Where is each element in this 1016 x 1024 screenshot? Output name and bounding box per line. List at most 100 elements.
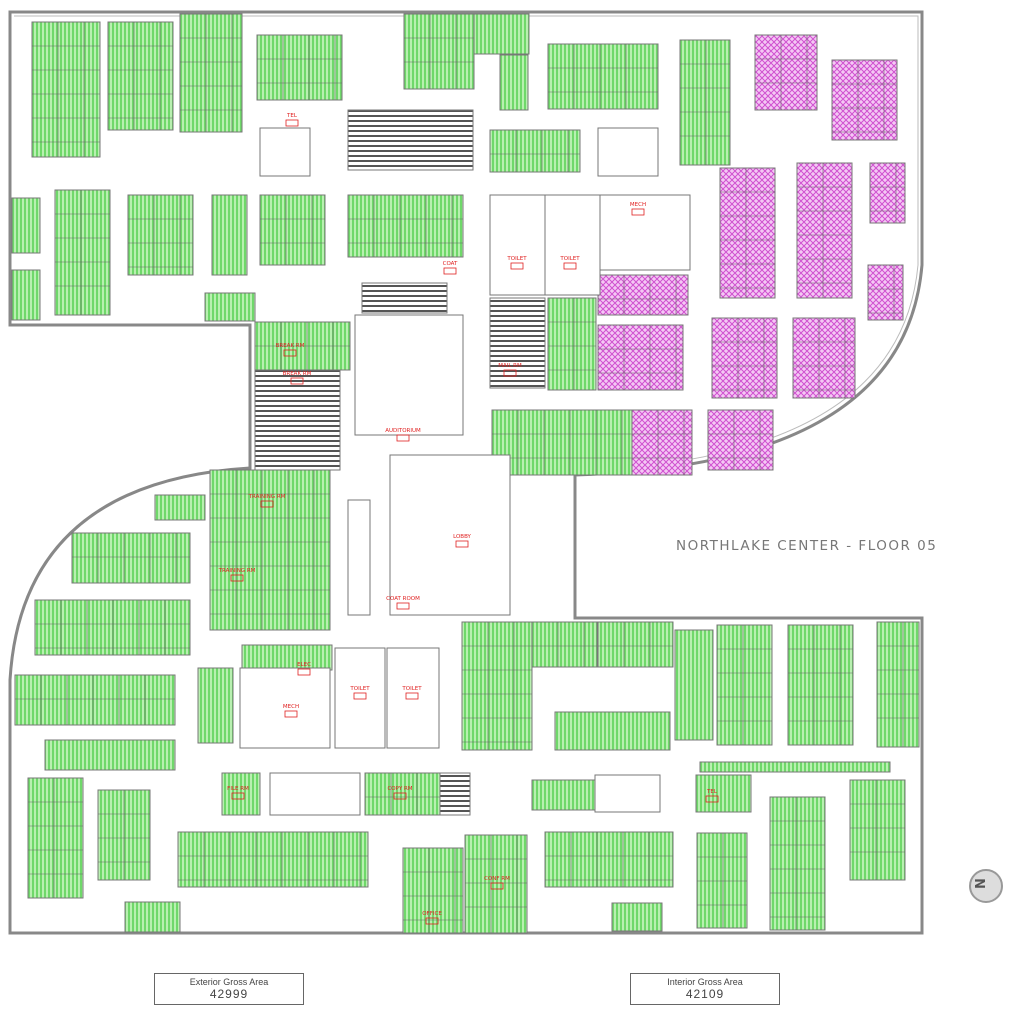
workspace-green <box>209 469 331 631</box>
workspace-magenta <box>631 409 693 476</box>
room-number-tag <box>396 602 410 610</box>
room-outline <box>334 647 386 749</box>
room-outline <box>269 772 361 816</box>
workspace-green <box>124 901 181 933</box>
workspace-green <box>699 761 891 773</box>
workspace-magenta <box>719 167 776 299</box>
room-outline <box>599 194 691 271</box>
exterior-gross-area-label: Exterior Gross Area <box>189 977 269 987</box>
room-label-toilet-n1: TOILET <box>506 256 527 262</box>
room-number-tag <box>297 668 311 676</box>
room-label-coat-room: COAT ROOM <box>386 596 420 602</box>
stairwell <box>254 369 341 471</box>
room-outline <box>354 314 464 436</box>
workspace-green <box>197 667 234 744</box>
room-number-tag <box>284 710 298 718</box>
room-outline <box>259 127 311 177</box>
room-label-office: OFFICE <box>422 911 442 917</box>
stairwell <box>489 297 546 389</box>
workspace-magenta <box>792 317 856 399</box>
room-label-tel-s: TEL <box>706 789 718 795</box>
workspace-green <box>259 194 326 266</box>
workspace-green <box>849 779 906 881</box>
room-label-training-1: TRAINING RM <box>248 494 286 500</box>
workspace-green <box>221 772 261 816</box>
room-outline <box>386 647 440 749</box>
workspace-magenta <box>597 274 689 316</box>
workspace-green <box>544 831 674 888</box>
room-label-break-2: BREAK RM <box>283 371 312 377</box>
stairwell <box>361 282 448 314</box>
workspace-green <box>347 194 464 258</box>
workspace-magenta <box>831 59 898 141</box>
room-label-training-2: TRAINING RM <box>218 568 256 574</box>
workspace-green <box>403 13 475 90</box>
room-label-toilet-s2: TOILET <box>401 686 422 692</box>
workspace-green <box>787 624 854 746</box>
room-number-tag <box>425 917 439 925</box>
workspace-green <box>256 34 343 101</box>
room-number-tag <box>231 792 245 800</box>
workspace-green <box>54 189 111 316</box>
workspace-green <box>554 711 671 751</box>
interior-gross-area-label: Interior Gross Area <box>667 977 743 987</box>
workspace-green <box>674 629 714 741</box>
workspace-magenta <box>597 324 684 391</box>
workspace-green <box>547 297 597 391</box>
room-label-copy-rm: COPY RM <box>387 786 412 792</box>
workspace-green <box>241 644 333 671</box>
room-label-tel-n: TEL <box>286 113 298 119</box>
workspace-green <box>696 832 748 929</box>
workspace-green <box>473 13 530 55</box>
north-arrow-icon: N <box>969 869 1003 903</box>
room-number-tag <box>490 882 504 890</box>
room-number-tag <box>230 574 244 582</box>
workspace-green <box>179 13 243 133</box>
room-outline <box>597 127 659 177</box>
room-label-mail-rm: MAIL RM <box>498 363 522 369</box>
room-number-tag <box>353 692 367 700</box>
interior-gross-area-value: 42109 <box>685 987 725 1001</box>
workspace-green <box>876 621 920 748</box>
plan-title: NORTHLAKE CENTER - FLOOR 05 <box>676 538 938 554</box>
workspace-green <box>31 21 101 158</box>
workspace-green <box>211 194 248 276</box>
room-number-tag <box>443 267 457 275</box>
room-number-tag <box>631 208 645 216</box>
room-label-conf-rm: CONF RM <box>484 876 510 882</box>
workspace-green <box>364 772 441 816</box>
workspace-green <box>154 494 206 521</box>
workspace-green <box>491 409 633 476</box>
room-label-coat: COAT <box>443 261 458 267</box>
workspace-green <box>177 831 369 888</box>
workspace-magenta <box>754 34 818 111</box>
workspace-magenta <box>869 162 906 224</box>
room-number-tag <box>285 119 299 127</box>
stairwell <box>439 772 471 816</box>
interior-gross-area-box: Interior Gross Area 42109 <box>630 973 780 1005</box>
room-number-tag <box>705 795 719 803</box>
workspace-green <box>531 621 598 668</box>
workspace-green <box>499 54 529 111</box>
workspace-green <box>11 269 41 321</box>
room-label-file-rm: FILE RM <box>227 786 249 792</box>
workspace-green <box>27 777 84 899</box>
room-outline <box>594 774 661 813</box>
room-outline <box>239 667 331 749</box>
room-number-tag <box>283 349 297 357</box>
workspace-green <box>71 532 191 584</box>
room-number-tag <box>510 262 524 270</box>
room-number-tag <box>393 792 407 800</box>
workspace-green <box>716 624 773 746</box>
workspace-green <box>695 774 752 813</box>
workspace-green <box>597 621 674 668</box>
room-label-toilet-n2: TOILET <box>559 256 580 262</box>
workspace-green <box>34 599 191 656</box>
room-number-tag <box>260 500 274 508</box>
workspace-magenta <box>707 409 774 471</box>
room-outline <box>489 194 546 296</box>
workspace-magenta <box>796 162 853 299</box>
room-number-tag <box>563 262 577 270</box>
workspace-green <box>107 21 174 131</box>
room-label-toilet-s1: TOILET <box>349 686 370 692</box>
